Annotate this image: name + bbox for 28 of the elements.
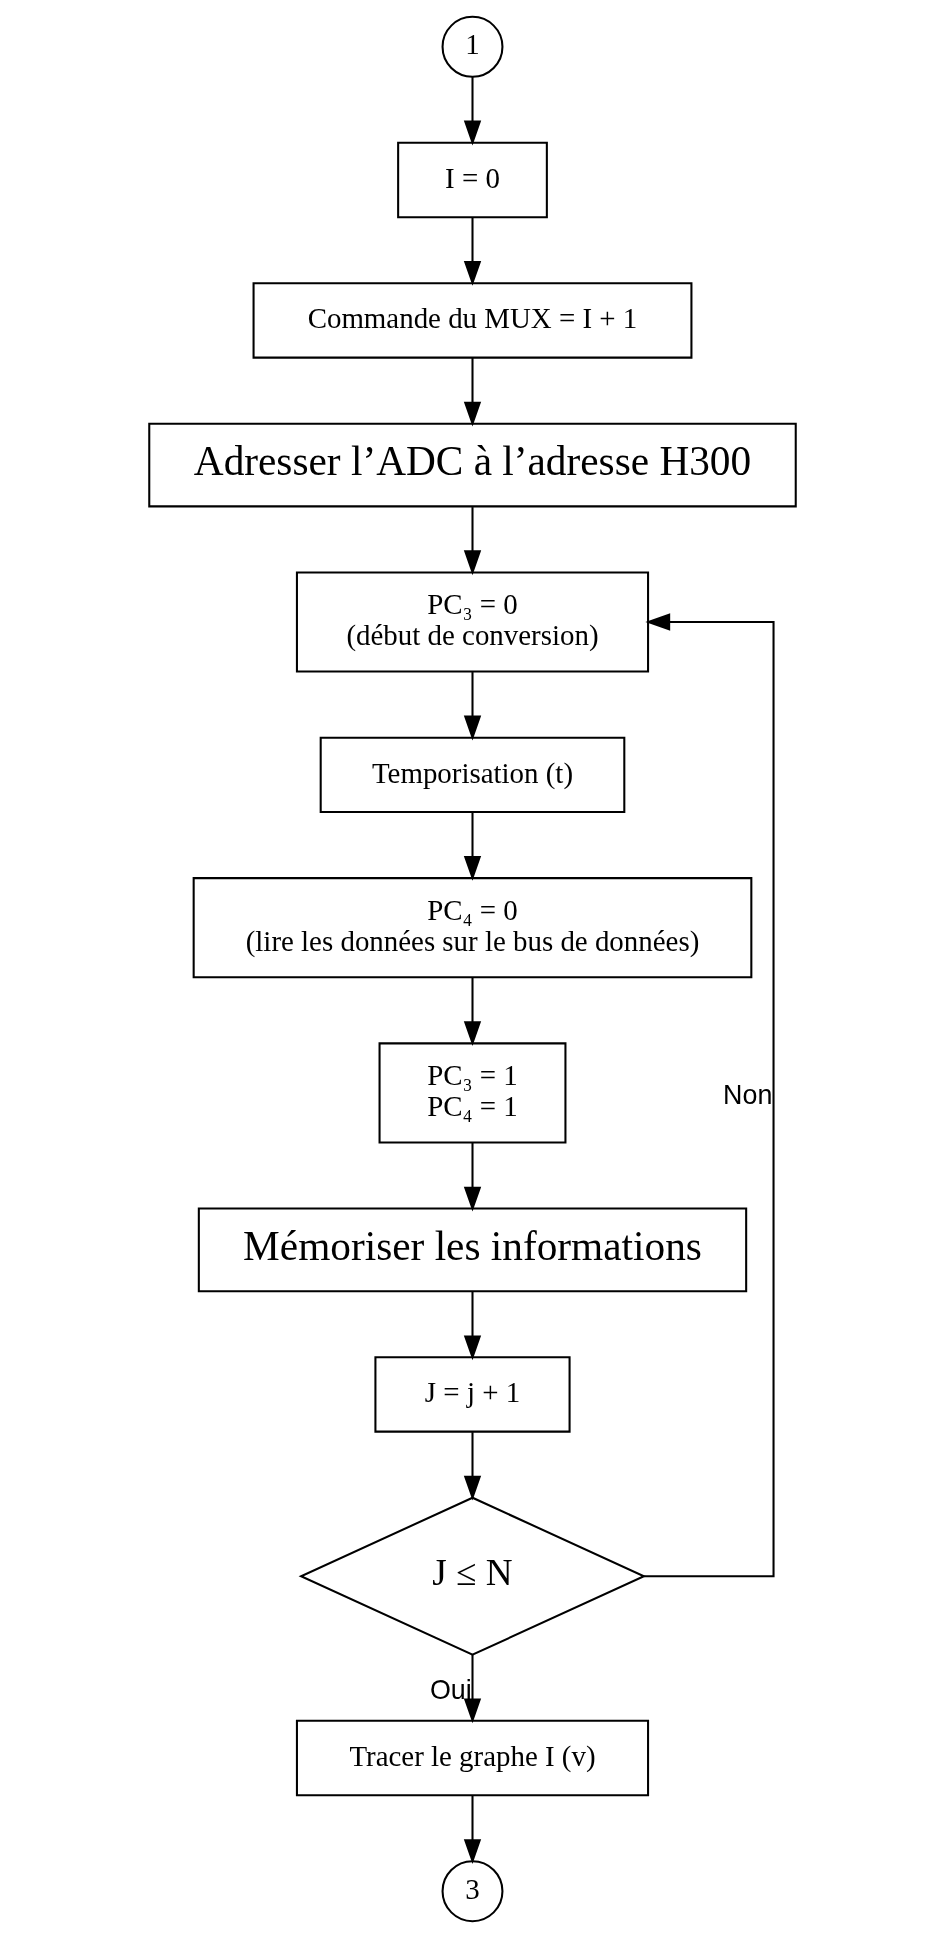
node-circle: 1 xyxy=(441,15,503,78)
arrow xyxy=(463,1654,481,1724)
arrow xyxy=(463,1142,481,1212)
node-box: J = j + 1 xyxy=(373,1356,571,1433)
node-box: Mémoriser les informations xyxy=(197,1207,747,1293)
node-box: I = 0 xyxy=(396,141,548,219)
arrow xyxy=(463,977,481,1046)
node-box: PC₃ = 1 PC₄ = 1 xyxy=(378,1042,566,1144)
arrow xyxy=(463,1432,481,1501)
arrow xyxy=(463,77,481,146)
node-box: Commande du MUX = I + 1 xyxy=(252,282,692,359)
edge-label: Oui xyxy=(429,1674,472,1705)
node-box: Temporisation (t) xyxy=(319,736,625,814)
node-box: Tracer le graphe I (v) xyxy=(295,1719,649,1797)
arrow xyxy=(463,357,481,427)
arrow xyxy=(463,1795,481,1865)
arrow xyxy=(463,217,481,286)
node-circle: 3 xyxy=(441,1860,503,1923)
node-box: PC₄ = 0 (lire les données sur le bus de données) xyxy=(192,877,752,979)
arrow xyxy=(463,812,481,881)
edge-label: Non xyxy=(722,1080,772,1111)
node-diamond: J ≤ N xyxy=(298,1496,646,1656)
node-box: Adresser l’ADC à l’adresse H300 xyxy=(147,422,797,508)
arrow xyxy=(463,672,481,741)
arrow xyxy=(463,507,481,576)
arrow xyxy=(643,613,775,1578)
arrow xyxy=(463,1291,481,1361)
node-box: PC₃ = 0 (début de conversion) xyxy=(295,571,649,673)
